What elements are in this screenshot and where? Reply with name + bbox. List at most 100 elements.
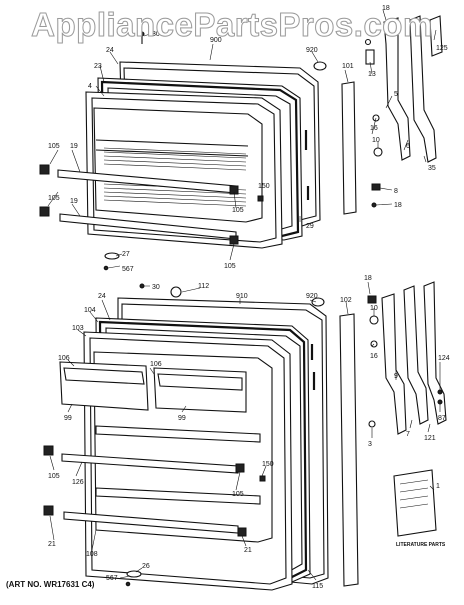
handle-121 [423, 281, 447, 425]
callout-112: 112 [198, 283, 209, 290]
callout-99a: 99 [64, 415, 72, 422]
handle-7 [403, 285, 429, 425]
callouts-top: 30 900 920 18 125 24 101 13 23 5 4 10 16… [48, 5, 448, 273]
callout-30: 30 [152, 31, 160, 38]
screw-150-lower [259, 475, 266, 482]
callout-18-b: 18 [364, 275, 372, 282]
callout-900: 900 [210, 37, 222, 44]
clip-105-left [43, 445, 54, 456]
part-18-top [364, 38, 372, 46]
callout-16: 16 [370, 125, 378, 132]
callout-27: 27 [122, 251, 130, 258]
freezer-door-assembly [39, 15, 443, 271]
callout-920: 920 [306, 47, 318, 54]
callout-105a-b: 105 [48, 473, 60, 480]
callout-16-b: 16 [370, 353, 378, 360]
callout-567-b: 567 [106, 575, 118, 582]
clip-21-right [237, 527, 247, 537]
callout-13: 13 [368, 71, 376, 78]
screw-18 [371, 202, 377, 208]
callout-24-b: 24 [98, 293, 106, 300]
callout-150: 150 [258, 183, 270, 190]
clip-105-right [235, 463, 245, 473]
callout-9: 9 [394, 373, 398, 380]
callout-121: 121 [424, 435, 436, 442]
callout-105d: 105 [224, 263, 236, 270]
screw-567 [103, 265, 109, 271]
callout-10-b: 10 [370, 305, 378, 312]
part-3 [368, 420, 376, 428]
callout-24: 24 [106, 47, 114, 54]
hinge-bracket-13 [365, 49, 375, 65]
dairy-door-right [153, 367, 247, 413]
callout-18b: 18 [394, 202, 402, 209]
callout-910: 910 [236, 293, 248, 300]
callouts-bottom: 30 112 910 920 18 24 104 103 102 10 106 … [48, 275, 450, 590]
callout-106b: 106 [150, 361, 162, 368]
door-shelf-lower [95, 487, 261, 505]
callout-6: 6 [406, 143, 410, 150]
literature-parts-booklet [393, 469, 437, 537]
callout-920-b: 920 [306, 293, 318, 300]
door-bar-126 [61, 453, 239, 474]
callout-30-b: 30 [152, 284, 160, 291]
callout-23: 23 [94, 63, 102, 70]
part-26 [126, 570, 142, 578]
callout-29: 29 [306, 223, 314, 230]
callout-1: 1 [436, 483, 440, 490]
strip-101 [341, 81, 357, 215]
clip-105-left-lower [39, 206, 50, 217]
screw-150 [257, 195, 264, 202]
booklet-label: LITERATURE PARTS [396, 542, 446, 548]
callout-101: 101 [342, 63, 354, 70]
part-10 [373, 147, 383, 157]
strip-102 [339, 313, 359, 587]
callout-19b: 19 [70, 198, 78, 205]
callout-26: 26 [142, 563, 150, 570]
callout-99b: 99 [178, 415, 186, 422]
callout-105a: 105 [48, 143, 60, 150]
fresh-food-door-assembly [43, 281, 447, 591]
callout-3: 3 [368, 441, 372, 448]
part-125 [429, 15, 443, 57]
callout-126: 126 [72, 479, 84, 486]
callout-7: 7 [406, 431, 410, 438]
part-18-lower [367, 295, 377, 304]
callout-8: 8 [394, 188, 398, 195]
callout-4: 4 [88, 83, 92, 90]
callout-35: 35 [428, 165, 436, 172]
callout-5: 5 [394, 91, 398, 98]
dairy-door-left [59, 361, 149, 411]
clip-21-left [43, 505, 54, 516]
callout-18: 18 [382, 5, 390, 12]
clip-105-right-lower [229, 235, 239, 245]
callout-19a: 19 [70, 143, 78, 150]
callout-567: 567 [122, 266, 134, 273]
callout-108: 108 [86, 551, 98, 558]
hinge-9 [381, 293, 407, 435]
callout-87: 87 [438, 415, 446, 422]
callout-10: 10 [372, 137, 380, 144]
clip-105-left-upper [39, 164, 50, 175]
callout-124: 124 [438, 355, 450, 362]
callout-21a: 21 [48, 541, 56, 548]
art-number-note: (ART NO. WR17631 C4) [6, 580, 95, 589]
part-10-lower [369, 315, 379, 325]
part-124 [437, 389, 443, 395]
callout-106a: 106 [58, 355, 70, 362]
callout-103: 103 [72, 325, 84, 332]
part-8 [371, 183, 381, 191]
cap-920 [313, 61, 327, 71]
callout-105b-b: 105 [232, 491, 244, 498]
part-27 [104, 252, 120, 260]
callout-105c: 105 [232, 207, 244, 214]
cap-920-lower [311, 297, 325, 307]
callout-104: 104 [84, 307, 96, 314]
screw-30-lower [139, 283, 145, 289]
callout-150-b: 150 [262, 461, 274, 468]
part-87 [437, 399, 443, 405]
door-shelf-upper [95, 425, 261, 443]
site-watermark: AppliancePartsPros.com [31, 6, 433, 44]
